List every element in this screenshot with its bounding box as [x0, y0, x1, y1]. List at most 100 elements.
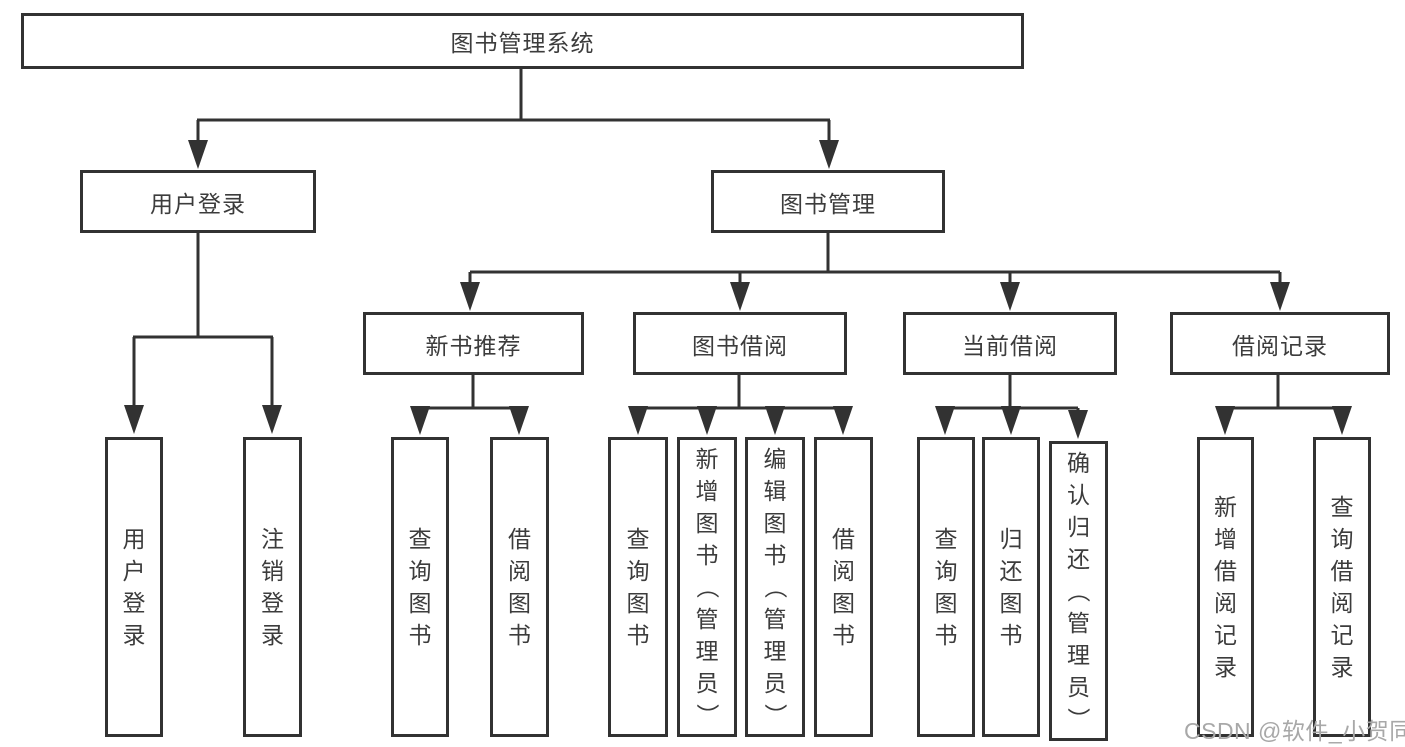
vertical-char: 理	[763, 638, 787, 664]
vertical-char: 阅	[1330, 590, 1354, 616]
node-borrow-records: 借阅记录	[1170, 312, 1390, 375]
vertical-char: 还	[999, 558, 1023, 584]
vertical-char: 辑	[763, 478, 787, 504]
vertical-char: 书	[695, 542, 719, 568]
vertical-char: 录	[1330, 654, 1354, 680]
vertical-char: 书	[832, 622, 855, 648]
vertical-char: 注	[261, 526, 284, 552]
node-label: 查询图书	[627, 440, 650, 734]
arrowhead	[509, 406, 529, 435]
vertical-char: 编	[763, 446, 787, 472]
leaf-query-books-2: 查询图书	[608, 437, 668, 737]
vertical-char: 增	[695, 478, 719, 504]
vertical-char: 询	[626, 558, 650, 584]
vertical-char: 询	[1330, 526, 1354, 552]
arrowhead	[1001, 406, 1021, 435]
node-label: 归还图书	[1000, 440, 1023, 734]
node-current-borrow: 当前借阅	[903, 312, 1117, 375]
arrowhead	[730, 282, 750, 311]
leaf-query-books-3: 查询图书	[917, 437, 975, 737]
node-label: 用户登录	[150, 190, 246, 217]
vertical-char: （	[1065, 579, 1092, 603]
node-label: 注销登录	[261, 440, 284, 734]
node-new-book-recommend: 新书推荐	[363, 312, 584, 375]
vertical-char: 查	[408, 526, 432, 552]
vertical-char: 确	[1067, 450, 1090, 476]
node-label: 图书管理	[780, 190, 876, 217]
arrowhead	[1000, 282, 1020, 311]
vertical-char: 还	[1067, 546, 1090, 572]
arrowhead	[935, 406, 955, 435]
vertical-char: 阅	[832, 558, 855, 584]
watermark: CSDN @软件_小贺同学	[1184, 718, 1405, 744]
vertical-char: 查	[934, 526, 958, 552]
leaf-add-borrow-record: 新增借阅记录	[1197, 437, 1254, 737]
vertical-char: 员	[763, 670, 787, 696]
node-label: 借阅图书	[508, 440, 531, 734]
arrowhead	[697, 406, 717, 435]
vertical-char: 书	[508, 622, 531, 648]
arrowhead	[1332, 406, 1352, 435]
vertical-char: 归	[1067, 514, 1090, 540]
arrowhead	[1068, 410, 1088, 439]
node-label: 用户登录	[123, 440, 146, 734]
leaf-edit-books-admin: 编辑图书（管理员）	[745, 437, 805, 737]
vertical-char: 书	[999, 622, 1023, 648]
vertical-char: 询	[934, 558, 958, 584]
node-label: 新增图书（管理员）	[694, 440, 720, 734]
vertical-char: 用	[122, 526, 146, 552]
vertical-char: 图	[408, 590, 432, 616]
vertical-char: 书	[408, 622, 432, 648]
vertical-char: 员	[695, 670, 719, 696]
vertical-char: 新	[695, 446, 719, 472]
arrowhead	[410, 406, 430, 435]
vertical-char: 录	[1214, 654, 1237, 680]
arrowhead	[765, 406, 785, 435]
leaf-borrow-books-2: 借阅图书	[814, 437, 873, 737]
vertical-char: 员	[1067, 674, 1090, 700]
vertical-char: （	[694, 575, 720, 599]
vertical-char: 记	[1214, 622, 1237, 648]
vertical-char: 书	[763, 542, 787, 568]
vertical-char: 书	[934, 622, 958, 648]
node-label: 图书借阅	[692, 332, 788, 359]
vertical-char: 录	[261, 622, 284, 648]
leaf-add-books-admin: 新增图书（管理员）	[677, 437, 737, 737]
node-label: 查询借阅记录	[1331, 440, 1354, 734]
arrowhead	[188, 140, 208, 169]
node-user-login-branch: 用户登录	[80, 170, 316, 233]
arrowhead	[833, 406, 853, 435]
arrowhead	[124, 405, 144, 434]
leaf-confirm-return-admin: 确认归还（管理员）	[1049, 441, 1108, 741]
vertical-char: 新	[1214, 494, 1237, 520]
vertical-char: ）	[762, 703, 788, 727]
node-label: 确认归还（管理员）	[1066, 444, 1092, 738]
node-label: 新增借阅记录	[1214, 440, 1237, 734]
node-label: 借阅记录	[1232, 332, 1328, 359]
arrowhead	[1215, 406, 1235, 435]
vertical-char: 查	[1330, 494, 1354, 520]
leaf-query-books-1: 查询图书	[391, 437, 449, 737]
arrowhead	[819, 140, 839, 169]
vertical-char: 图	[934, 590, 958, 616]
leaf-borrow-books-1: 借阅图书	[490, 437, 549, 737]
arrowhead	[262, 405, 282, 434]
node-label: 图书管理系统	[450, 30, 595, 56]
node-book-management-system: 图书管理系统	[21, 13, 1024, 69]
vertical-char: 管	[695, 606, 719, 632]
vertical-char: 归	[999, 526, 1023, 552]
vertical-char: 登	[261, 590, 284, 616]
leaf-query-borrow-record: 查询借阅记录	[1313, 437, 1371, 737]
vertical-char: 管	[1067, 610, 1090, 636]
vertical-char: ）	[694, 703, 720, 727]
vertical-char: 图	[626, 590, 650, 616]
arrowhead	[1270, 282, 1290, 311]
vertical-char: 记	[1330, 622, 1354, 648]
node-label: 新书推荐	[425, 332, 522, 359]
node-label: 借阅图书	[832, 440, 855, 734]
node-label: 查询图书	[409, 440, 432, 734]
vertical-char: 阅	[508, 558, 531, 584]
arrowhead	[628, 406, 648, 435]
